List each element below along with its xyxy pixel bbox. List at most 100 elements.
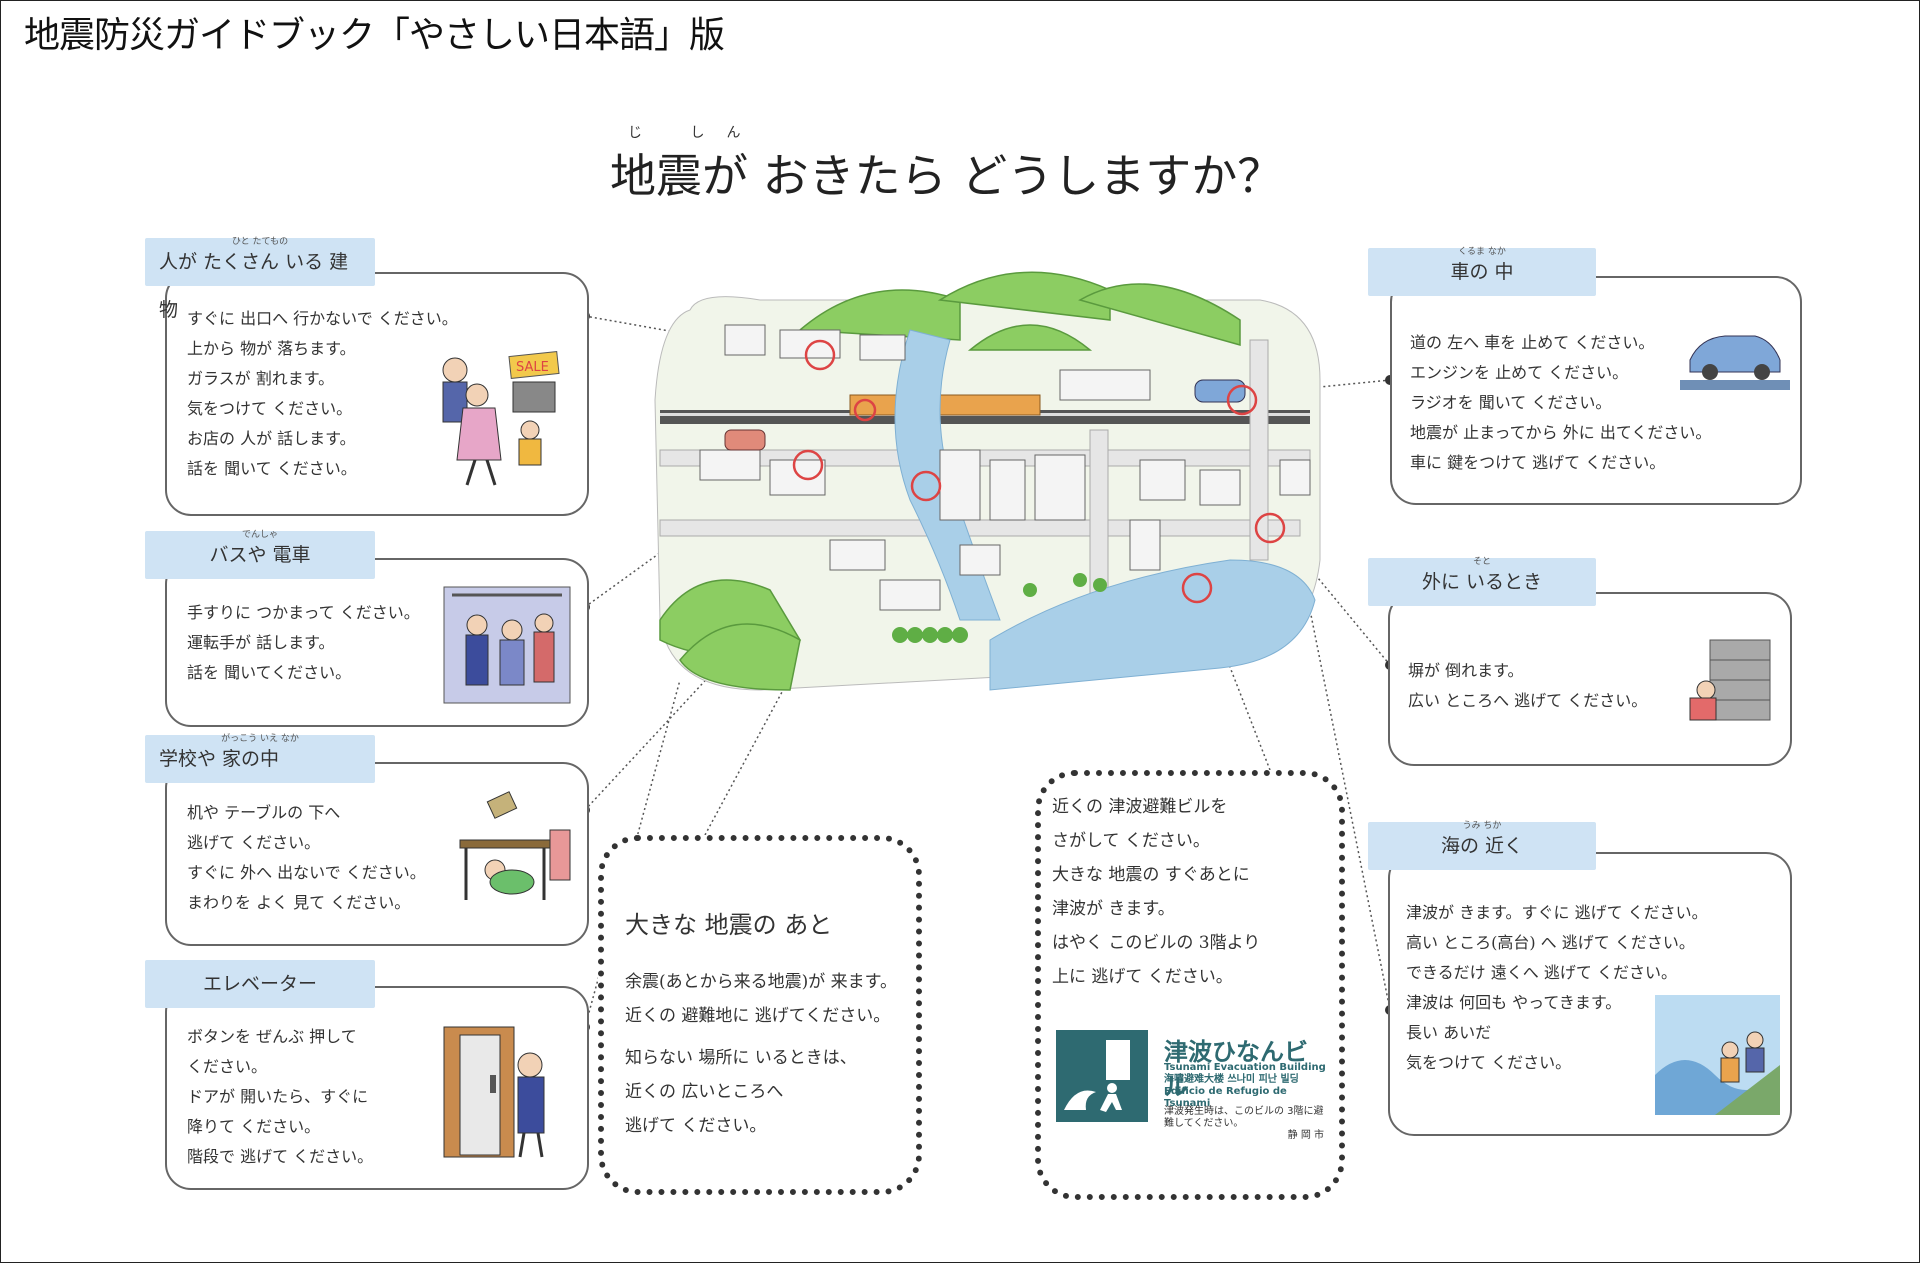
text-line: 降りて ください。 <box>187 1117 321 1136</box>
bus-instructions: 手すりに つかまって ください。 運転手が 話します。 話を 聞いてください。 <box>187 598 420 688</box>
text-line: 手すりに つかまって ください。 <box>187 603 420 622</box>
text-line: はやく このビルの 3階より <box>1052 933 1261 953</box>
text-line: 広い ところへ 逃げて ください。 <box>1408 691 1648 710</box>
sign-multilingual: Tsunami Evacuation Building 海嘯避难大楼 쓰나미 피… <box>1164 1062 1326 1110</box>
text-line: 上から 物が 落ちます。 <box>187 339 356 358</box>
panel-school <box>165 762 589 946</box>
sign-japanese: 津波ひなんビル <box>1164 1038 1308 1101</box>
text-line: 話を 聞いてください。 <box>187 663 352 682</box>
tab-school-ruby: がっこう いえ なか <box>221 734 299 744</box>
under-desk-illustration <box>459 791 571 900</box>
text-line: 道の 左へ 車を 止めて ください。 <box>1410 333 1655 352</box>
text-line: ボタンを ぜんぶ 押して <box>187 1027 357 1046</box>
tab-outside-ruby: そと <box>1472 557 1491 567</box>
heading-ruby: じ しん <box>628 125 763 141</box>
school-instructions: 机や テーブルの 下へ 逃げて ください。 すぐに 外へ 出ないで ください。 … <box>187 798 426 918</box>
text-line: 津波が きます。 <box>1052 899 1175 919</box>
tab-car: くるま なか 車の 中 <box>1368 247 1596 296</box>
tab-sea-ruby: うみ ちか <box>1462 821 1502 831</box>
elevator-instructions: ボタンを ぜんぶ 押して ください。 ドアが 開いたら、すぐに 降りて ください… <box>187 1022 373 1172</box>
hills-illustration <box>659 271 1241 691</box>
tab-car-label: 車の 中 <box>1450 261 1514 283</box>
tsunami-escape-illustration <box>1655 995 1780 1115</box>
text-line: 近くの 広いところへ <box>625 1082 784 1102</box>
text-line: 机や テーブルの 下へ <box>187 803 341 822</box>
train-passengers-illustration <box>443 586 571 704</box>
text-line: 近くの 避難地に 逃げてください。 <box>625 1006 891 1026</box>
tab-building-label: 人が たくさん いる 建物 <box>159 251 349 321</box>
tab-building: ひと たてもの 人が たくさん いる 建物 <box>145 237 375 321</box>
sign-city: 静 岡 市 <box>1287 1130 1324 1141</box>
outside-instructions: 塀が 倒れます。 広い ところへ 逃げて ください。 <box>1408 656 1647 716</box>
text-line: 逃げて ください。 <box>625 1116 767 1136</box>
text-line: ドアが 開いたら、すぐに <box>187 1087 369 1106</box>
text-line: 余震(あとから来る地震)が 来ます。 <box>625 972 897 992</box>
text-line: 上に 逃げて ください。 <box>1052 967 1233 987</box>
text-line: 知らない 場所に いるときは、 <box>625 1048 857 1068</box>
text-line: 運転手が 話します。 <box>187 633 335 652</box>
text-line: 車に 鍵をつけて 逃げて ください。 <box>1410 453 1666 472</box>
text-line: さがして ください。 <box>1052 831 1210 851</box>
sign-note: 津波発生時は、このビルの 3階に避難してください。 静 岡 市 <box>1164 1106 1324 1142</box>
tab-outside: そと 外に いるとき <box>1368 557 1596 606</box>
text-line: エンジンを 止めて ください。 <box>1410 363 1629 382</box>
evacuation-running-icon <box>1064 1040 1130 1112</box>
main-heading: 地震が おきたら どうしますか？ <box>610 149 1284 203</box>
sign-chinese-korean: 海嘯避难大楼 쓰나미 피난 빌딩 <box>1164 1074 1299 1085</box>
car-instructions: 道の 左へ 車を 止めて ください。 エンジンを 止めて ください。 ラジオを … <box>1410 328 1711 478</box>
tab-bus: でんしゃ バスや 電車 <box>145 530 375 579</box>
tab-building-ruby: ひと たてもの <box>231 237 289 247</box>
tab-outside-label: 外に いるとき <box>1421 571 1543 593</box>
tab-sea-label: 海の 近く <box>1440 835 1524 857</box>
sea-instructions: 津波が きます。すぐに 逃げて ください。 高い ところ(高台) へ 逃げて く… <box>1406 898 1708 1078</box>
tsunami-building-text: 近くの 津波避難ビルを さがして ください。 大きな 地震の すぐあとに 津波が… <box>1052 790 1260 994</box>
stopped-car-illustration <box>1680 335 1790 390</box>
text-line: 長い あいだ <box>1406 1023 1492 1042</box>
text-line: 津波は 何回も やってきます。 <box>1406 993 1622 1012</box>
text-line: 地震が 止まってから 外に 出てください。 <box>1410 423 1712 442</box>
tab-school: がっこう いえ なか 学校や 家の中 <box>145 734 375 783</box>
sign-spanish: Edificio de Refugio de Tsunami <box>1164 1086 1287 1109</box>
text-line: 近くの 津波避難ビルを <box>1052 797 1228 817</box>
text-line: すぐに 出口へ 行かないで ください。 <box>187 309 458 328</box>
tab-sea: うみ ちか 海の 近く <box>1368 821 1596 870</box>
document-title: 地震防災ガイドブック「やさしい日本語」版 <box>24 15 725 56</box>
text-line: 気をつけて ください。 <box>1406 1053 1572 1072</box>
tab-school-label: 学校や 家の中 <box>159 748 280 770</box>
tab-bus-ruby: でんしゃ <box>241 530 278 540</box>
after-earthquake-box <box>598 835 922 1195</box>
text-line: ください。 <box>187 1057 268 1076</box>
text-line: 大きな 地震の すぐあとに <box>1052 865 1250 885</box>
after-earthquake-text: 余震(あとから来る地震)が 来ます。 近くの 避難地に 逃げてください。 知らな… <box>625 965 897 1143</box>
text-line: ラジオを 聞いて ください。 <box>1410 393 1612 412</box>
sign-english: Tsunami Evacuation Building <box>1164 1062 1326 1073</box>
hazard-markers <box>792 339 1286 604</box>
sign-note-text: 津波発生時は、このビルの 3階に避難してください。 <box>1164 1106 1324 1129</box>
building-instructions: すぐに 出口へ 行かないで ください。 上から 物が 落ちます。 ガラスが 割れ… <box>187 304 458 484</box>
tab-elevator-label: エレベーター <box>202 973 317 995</box>
text-line: 話を 聞いて ください。 <box>187 459 357 478</box>
evacuation-pictogram <box>1056 1030 1148 1122</box>
after-earthquake-title: 大きな 地震の あと <box>625 911 833 939</box>
text-line: お店の 人が 話します。 <box>187 429 356 448</box>
tsunami-evacuation-sign: 津波ひなんビル Tsunami Evacuation Building 海嘯避难… <box>1056 1030 1326 1142</box>
text-line: 高い ところ(高台) へ 逃げて ください。 <box>1406 933 1695 952</box>
text-line: ガラスが 割れます。 <box>187 369 335 388</box>
tab-elevator: エレベーター <box>145 960 375 1008</box>
tab-bus-label: バスや 電車 <box>209 544 311 566</box>
tsunami-building-box <box>1035 770 1345 1200</box>
crowd-shopping-illustration: SALE <box>442 351 560 486</box>
tab-car-ruby: くるま なか <box>1458 247 1506 257</box>
text-line: 気をつけて ください。 <box>187 399 353 418</box>
panel-car <box>1390 276 1802 505</box>
text-line: まわりを よく 見て ください。 <box>187 893 411 912</box>
falling-wall-illustration <box>1689 639 1771 721</box>
text-line: できるだけ 遠くへ 逃げて ください。 <box>1406 963 1677 982</box>
text-line: 津波が きます。すぐに 逃げて ください。 <box>1406 903 1708 922</box>
text-line: 逃げて ください。 <box>187 833 321 852</box>
sale-sign-text: SALE <box>516 360 549 375</box>
text-line: すぐに 外へ 出ないで ください。 <box>187 863 426 882</box>
text-line: 塀が 倒れます。 <box>1408 661 1524 680</box>
text-line: 階段で 逃げて ください。 <box>187 1147 374 1166</box>
